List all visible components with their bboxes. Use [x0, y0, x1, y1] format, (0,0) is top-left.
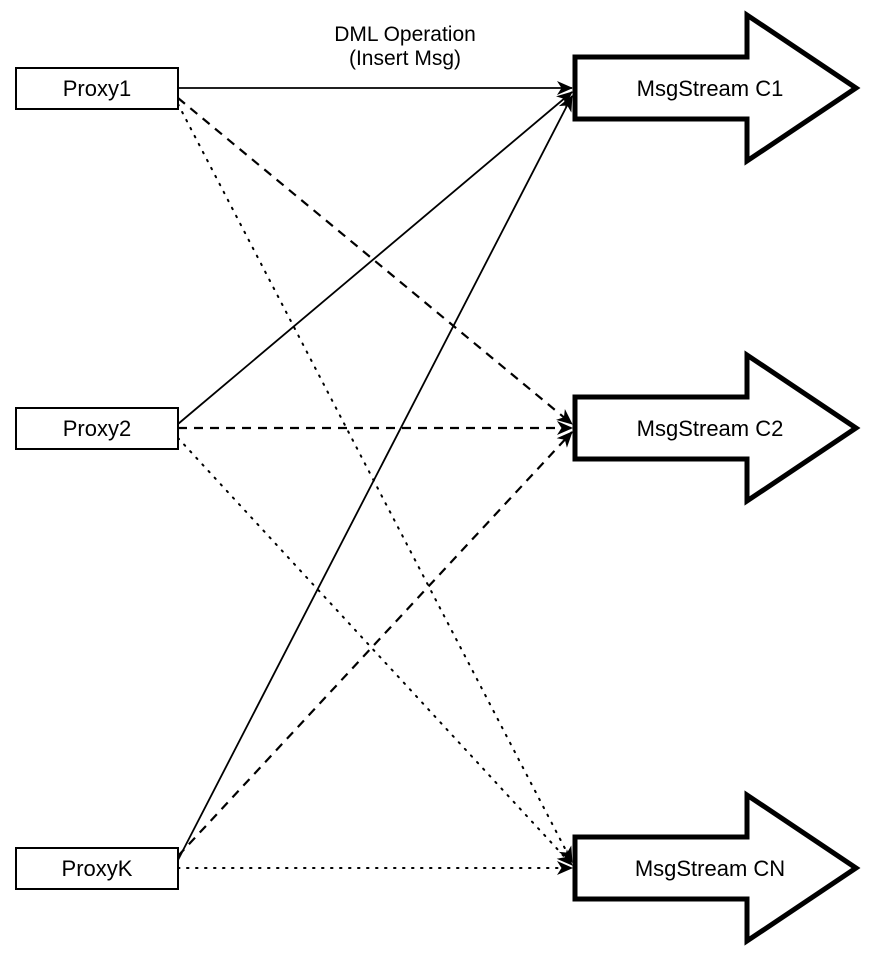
proxyk-label: ProxyK [62, 856, 133, 881]
node-msgstream-cn: MsgStream CN [572, 790, 861, 946]
edge-label-line2: (Insert Msg) [349, 47, 461, 70]
edge-label-line1: DML Operation [334, 23, 476, 46]
edge-proxy2-msgstream-cn [177, 437, 573, 866]
node-proxy1: Proxy1 [15, 67, 179, 110]
node-proxy2: Proxy2 [15, 407, 179, 450]
msgstream-c1-arrow-shape [572, 10, 861, 166]
node-msgstream-c1: MsgStream C1 [572, 10, 861, 166]
proxy2-label: Proxy2 [63, 416, 131, 441]
node-proxyk: ProxyK [15, 847, 179, 890]
edge-proxy1-msgstream-cn [177, 103, 573, 863]
proxy1-label: Proxy1 [63, 76, 131, 101]
msgstream-c2-arrow-shape [572, 350, 861, 506]
proxy2-box [15, 407, 179, 450]
msgstream-c1-label: MsgStream C1 [637, 76, 784, 101]
msgstream-c2-label: MsgStream C2 [637, 416, 784, 441]
edge-proxyk-msgstream-c1 [177, 95, 573, 861]
msgstream-cn-label: MsgStream CN [635, 856, 785, 881]
node-msgstream-c2: MsgStream C2 [572, 350, 861, 506]
proxy1-box [15, 67, 179, 110]
edge-proxyk-msgstream-c2 [177, 431, 573, 857]
edge-group [177, 81, 573, 875]
edge-proxy1-msgstream-c2 [177, 97, 573, 425]
proxyk-box [15, 847, 179, 890]
msgstream-cn-arrow-shape [572, 790, 861, 946]
edge-label-dml-operation: DML Operation (Insert Msg) [334, 23, 476, 70]
edge-proxy2-msgstream-c1 [177, 91, 573, 425]
